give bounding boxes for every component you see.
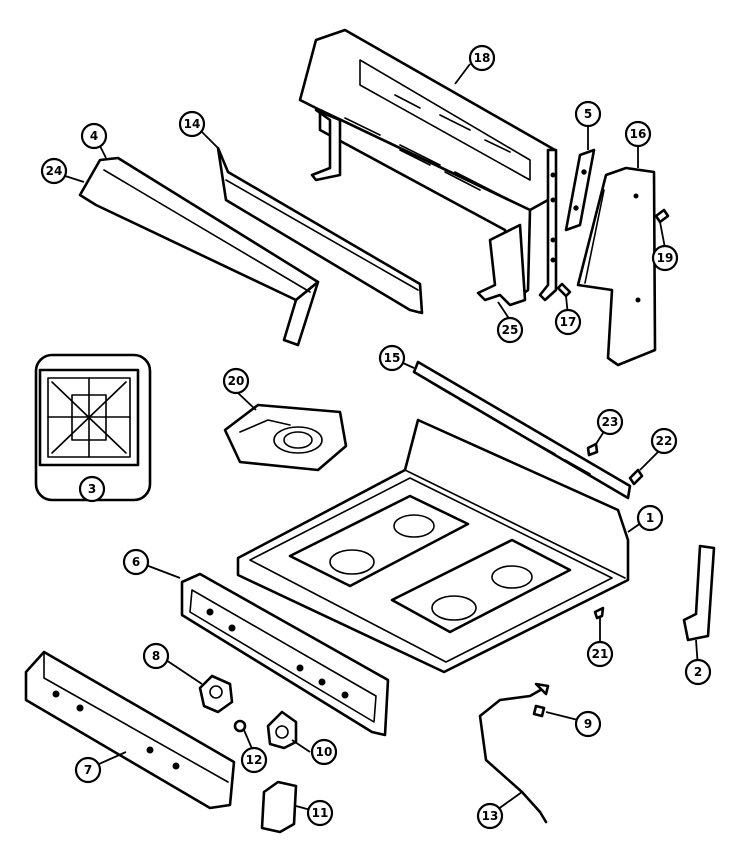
callout-14: 14 [178,110,206,138]
part-screw-22 [628,468,644,486]
part-cooktop [236,418,630,674]
callout-16-label: 16 [630,127,647,141]
callout-23-label: 23 [602,415,619,429]
callout-14-label: 14 [184,117,201,131]
part-side-trim [576,166,657,367]
callout-1: 1 [636,504,664,532]
callout-7: 7 [74,756,102,784]
callout-13-label: 13 [482,809,499,823]
callout-25-label: 25 [502,323,519,337]
callout-9: 9 [574,710,602,738]
callout-18-label: 18 [474,51,491,65]
callout-2: 2 [684,658,712,686]
part-side-rail [682,544,716,642]
callout-15: 15 [378,344,406,372]
callout-16: 16 [624,120,652,148]
callout-4-label: 4 [90,129,98,143]
callout-9-label: 9 [584,717,592,731]
callout-19: 19 [651,244,679,272]
part-screw-21 [593,606,605,620]
callout-2-label: 2 [694,665,702,679]
callout-18: 18 [468,44,496,72]
callout-6: 6 [122,548,150,576]
callout-8-label: 8 [152,649,160,663]
callout-1-label: 1 [646,511,654,525]
callout-21: 21 [586,640,614,668]
callout-12-label: 12 [246,753,263,767]
part-screw-19 [654,208,670,224]
callout-25: 25 [496,316,524,344]
callout-12: 12 [240,746,268,774]
part-valve-8 [198,674,234,714]
callout-10-label: 10 [316,745,333,759]
callout-4: 4 [80,122,108,150]
part-screw-9 [532,704,546,718]
callout-15-label: 15 [384,351,401,365]
callout-20-label: 20 [228,374,245,388]
part-burner-base [223,403,348,472]
callout-10: 10 [310,738,338,766]
callout-20: 20 [222,367,250,395]
part-manifold-box [24,650,236,810]
part-screw-17 [556,282,572,298]
part-manifold-pipe [478,682,550,824]
callout-5: 5 [574,100,602,128]
callout-19-label: 19 [657,251,674,265]
part-nut-12 [233,719,247,733]
part-vent-strip [412,360,632,500]
part-burner-grate [34,353,152,502]
callout-22: 22 [650,427,678,455]
part-rear-panel [78,156,320,347]
callout-11: 11 [306,799,334,827]
callout-21-label: 21 [592,647,609,661]
part-control-panel [180,572,390,737]
callout-3-label: 3 [88,482,96,496]
part-screw-23 [586,442,599,457]
callout-13: 13 [476,802,504,830]
callout-23: 23 [596,408,624,436]
callout-24-label: 24 [46,164,63,178]
part-igniter-module [260,780,298,834]
callout-8: 8 [142,642,170,670]
callout-5-label: 5 [584,107,592,121]
callout-17: 17 [554,308,582,336]
callout-22-label: 22 [656,434,673,448]
callout-11-label: 11 [312,806,329,820]
part-valve-10 [266,710,298,750]
part-bracket [564,148,596,232]
callout-3: 3 [78,475,106,503]
callout-7-label: 7 [84,763,92,777]
callout-24: 24 [40,157,68,185]
part-vent-trim [216,146,424,315]
callout-17-label: 17 [560,315,577,329]
part-backguard-frame [298,28,558,307]
callout-6-label: 6 [132,555,140,569]
